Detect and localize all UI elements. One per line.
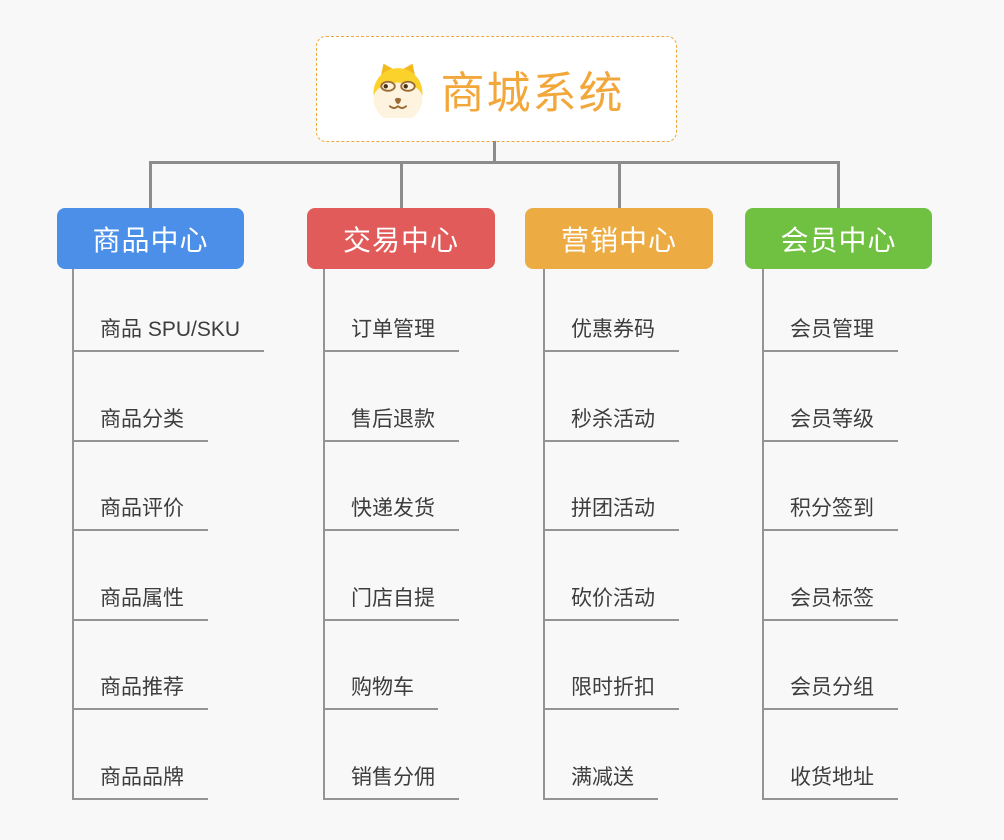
child-node-member-center-0[interactable]: 会员管理 [762, 314, 898, 352]
branch-label-member-center: 会员中心 [780, 224, 897, 256]
child-label-product-center-2: 商品评价 [100, 497, 184, 520]
child-node-product-center-5[interactable]: 商品品牌 [72, 762, 208, 800]
connector-horizontal-bus [149, 161, 840, 164]
child-node-trade-center-4[interactable]: 购物车 [323, 672, 438, 710]
child-label-marketing-center-0: 优惠券码 [571, 318, 655, 341]
branch-label-trade-center: 交易中心 [342, 224, 459, 256]
child-label-marketing-center-3: 砍价活动 [571, 587, 655, 610]
child-label-marketing-center-4: 限时折扣 [571, 676, 655, 699]
branch-trunk-line-product-center [72, 269, 74, 800]
child-label-product-center-4: 商品推荐 [100, 676, 184, 699]
branch-node-marketing-center[interactable]: 营销中心 [525, 208, 713, 269]
child-label-member-center-1: 会员等级 [790, 408, 874, 431]
doge-icon [373, 63, 422, 118]
child-node-member-center-5[interactable]: 收货地址 [762, 762, 898, 800]
branch-node-product-center[interactable]: 商品中心 [57, 208, 244, 269]
child-label-member-center-0: 会员管理 [790, 318, 874, 341]
child-node-product-center-3[interactable]: 商品属性 [72, 583, 208, 621]
branch-node-member-center[interactable]: 会员中心 [745, 208, 932, 269]
child-label-trade-center-3: 门店自提 [351, 587, 435, 610]
branch-label-product-center: 商品中心 [92, 224, 209, 256]
child-label-member-center-5: 收货地址 [790, 766, 874, 789]
child-node-marketing-center-4[interactable]: 限时折扣 [543, 672, 679, 710]
child-label-marketing-center-2: 拼团活动 [571, 497, 655, 520]
child-label-trade-center-4: 购物车 [351, 676, 414, 699]
child-node-trade-center-3[interactable]: 门店自提 [323, 583, 459, 621]
child-label-trade-center-2: 快递发货 [351, 497, 435, 520]
child-node-member-center-1[interactable]: 会员等级 [762, 404, 898, 442]
child-node-member-center-4[interactable]: 会员分组 [762, 672, 898, 710]
child-label-marketing-center-1: 秒杀活动 [571, 408, 655, 431]
child-node-member-center-2[interactable]: 积分签到 [762, 493, 898, 531]
root-title: 商城系统 [440, 69, 625, 118]
connector-drop-marketing-center [617, 161, 621, 210]
child-node-trade-center-2[interactable]: 快递发货 [323, 493, 459, 531]
branch-label-marketing-center: 营销中心 [560, 224, 677, 256]
child-node-product-center-1[interactable]: 商品分类 [72, 404, 208, 442]
child-node-trade-center-1[interactable]: 售后退款 [323, 404, 459, 442]
child-label-trade-center-0: 订单管理 [351, 318, 435, 341]
child-node-trade-center-5[interactable]: 销售分佣 [323, 762, 459, 800]
child-node-product-center-2[interactable]: 商品评价 [72, 493, 208, 531]
child-node-marketing-center-5[interactable]: 满减送 [543, 762, 658, 800]
branch-trunk-line-member-center [762, 269, 764, 800]
child-label-product-center-3: 商品属性 [100, 587, 184, 610]
child-label-member-center-3: 会员标签 [790, 587, 874, 610]
branch-trunk-line-trade-center [323, 269, 325, 800]
connector-drop-trade-center [399, 161, 403, 210]
child-node-marketing-center-0[interactable]: 优惠券码 [543, 314, 679, 352]
child-node-marketing-center-1[interactable]: 秒杀活动 [543, 404, 679, 442]
child-label-trade-center-1: 售后退款 [351, 408, 435, 431]
child-node-member-center-3[interactable]: 会员标签 [762, 583, 898, 621]
root-node[interactable]: 商城系统 [316, 36, 677, 142]
child-node-product-center-0[interactable]: 商品 SPU/SKU [72, 314, 265, 352]
child-label-product-center-5: 商品品牌 [100, 766, 184, 789]
child-node-marketing-center-3[interactable]: 砍价活动 [543, 583, 679, 621]
child-label-product-center-0: 商品 SPU/SKU [100, 318, 241, 341]
child-label-trade-center-5: 销售分佣 [351, 766, 435, 789]
branch-node-trade-center[interactable]: 交易中心 [307, 208, 495, 269]
child-label-member-center-2: 积分签到 [790, 497, 874, 520]
child-label-marketing-center-5: 满减送 [571, 766, 634, 789]
connector-drop-member-center [837, 161, 840, 210]
child-label-product-center-1: 商品分类 [100, 408, 184, 431]
child-node-trade-center-0[interactable]: 订单管理 [323, 314, 459, 352]
child-node-marketing-center-2[interactable]: 拼团活动 [543, 493, 679, 531]
child-node-product-center-4[interactable]: 商品推荐 [72, 672, 208, 710]
branch-trunk-line-marketing-center [543, 269, 545, 800]
connector-root-trunk [493, 141, 496, 164]
connector-drop-product-center [149, 161, 152, 210]
child-label-member-center-4: 会员分组 [790, 676, 874, 699]
